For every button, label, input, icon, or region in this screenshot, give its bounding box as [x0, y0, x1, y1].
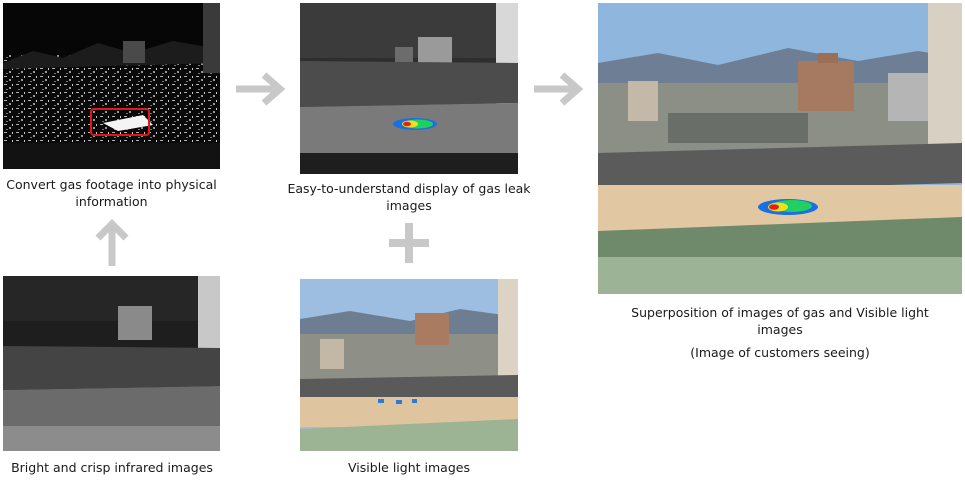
- superposition-image: [598, 3, 962, 294]
- arrow-right-icon: [236, 72, 286, 106]
- plus-icon: [389, 223, 429, 263]
- gas-leak-display-image: [300, 3, 518, 174]
- arrow-up-icon: [95, 219, 129, 266]
- caption-customers: (Image of customers seeing): [690, 345, 870, 360]
- infrared-image: [3, 276, 220, 451]
- gas-highlight-box: [90, 108, 150, 136]
- gas-physical-info-image: [3, 3, 220, 169]
- caption-superposition: Superposition of images of gas and Visib…: [631, 305, 929, 337]
- caption-infrared: Bright and crisp infrared images: [11, 460, 213, 475]
- arrow-right-icon: [534, 72, 584, 106]
- visible-light-image: [300, 279, 518, 451]
- caption-visible: Visible light images: [348, 460, 470, 475]
- caption-easy-display: Easy-to-understand display of gas leak i…: [287, 181, 531, 213]
- caption-convert: Convert gas footage into physical inform…: [6, 177, 217, 209]
